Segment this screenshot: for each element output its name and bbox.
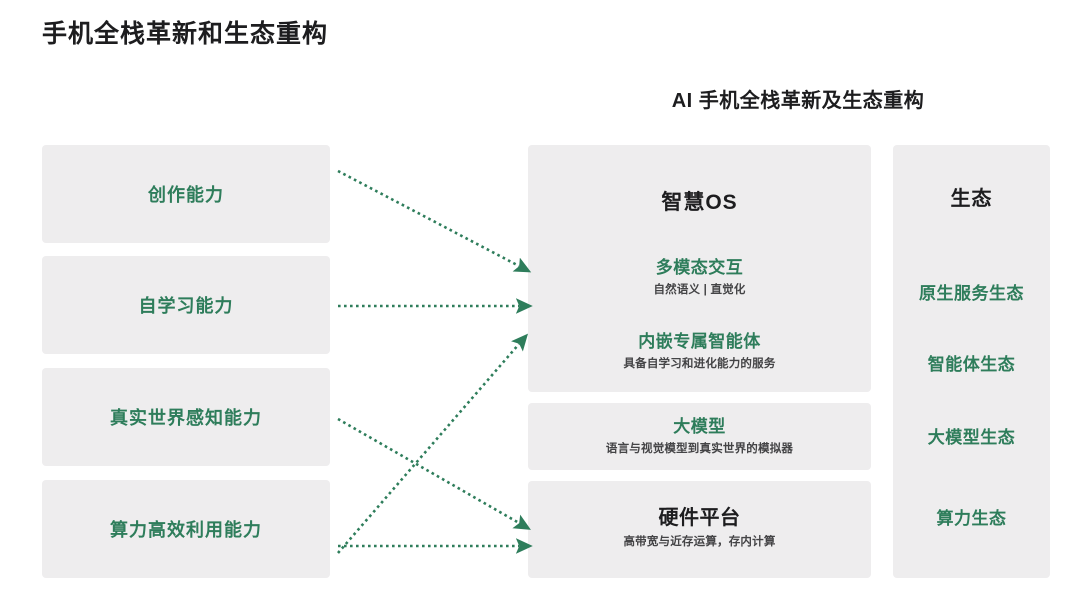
os-feature-title: 内嵌专属智能体 [638, 332, 761, 351]
large-model-content: 大模型 语言与视觉模型到真实世界的模拟器 [528, 416, 871, 458]
ecosystem-item-native-service[interactable]: 原生服务生态 [919, 284, 1024, 303]
os-feature-subtitle: 具备自学习和进化能力的服务 [623, 358, 776, 371]
hardware-platform-panel[interactable]: 硬件平台 高带宽与近存运算，存内计算 [528, 481, 871, 578]
ecosystem-panel[interactable]: 生态 原生服务生态 智能体生态 大模型生态 算力生态 [893, 145, 1050, 578]
os-feature-subtitle: 自然语义 | 直觉化 [653, 284, 746, 297]
capability-box-creation[interactable]: 创作能力 [42, 145, 330, 243]
page-title: 手机全栈革新和生态重构 [42, 20, 329, 48]
ecosystem-item-compute[interactable]: 算力生态 [936, 509, 1007, 528]
hardware-platform-subtitle: 高带宽与近存运算，存内计算 [623, 536, 776, 548]
os-feature-multimodal[interactable]: 多模态交互 自然语义 | 直觉化 [528, 257, 871, 299]
capability-box-self-learning[interactable]: 自学习能力 [42, 256, 330, 354]
smart-os-panel[interactable]: 智慧OS 多模态交互 自然语义 | 直觉化 内嵌专属智能体 具备自学习和进化能力… [528, 145, 871, 392]
section-title: AI 手机全栈革新及生态重构 [671, 90, 925, 112]
capability-label: 真实世界感知能力 [110, 408, 262, 428]
ecosystem-item-large-model[interactable]: 大模型生态 [927, 428, 1016, 447]
connector-perception-to-hardware [337, 417, 531, 530]
smart-os-heading: 智慧OS [661, 191, 738, 214]
large-model-title: 大模型 [673, 417, 726, 436]
capability-label: 自学习能力 [138, 296, 234, 316]
connector-compute-to-os [337, 333, 529, 554]
hardware-platform-title: 硬件平台 [658, 507, 741, 529]
os-feature-title: 多模态交互 [655, 258, 744, 277]
os-feature-embedded-agent[interactable]: 内嵌专属智能体 具备自学习和进化能力的服务 [528, 331, 871, 373]
capability-label: 创作能力 [148, 185, 224, 205]
hardware-platform-content: 硬件平台 高带宽与近存运算，存内计算 [528, 505, 871, 551]
large-model-subtitle: 语言与视觉模型到真实世界的模拟器 [605, 443, 794, 456]
capability-box-real-world-perception[interactable]: 真实世界感知能力 [42, 368, 330, 466]
large-model-panel[interactable]: 大模型 语言与视觉模型到真实世界的模拟器 [528, 403, 871, 470]
ecosystem-heading: 生态 [950, 188, 993, 210]
capability-label: 算力高效利用能力 [110, 520, 262, 540]
connector-creation-to-os [337, 169, 532, 273]
capability-box-compute-efficiency[interactable]: 算力高效利用能力 [42, 480, 330, 578]
ecosystem-item-agent[interactable]: 智能体生态 [927, 355, 1016, 374]
